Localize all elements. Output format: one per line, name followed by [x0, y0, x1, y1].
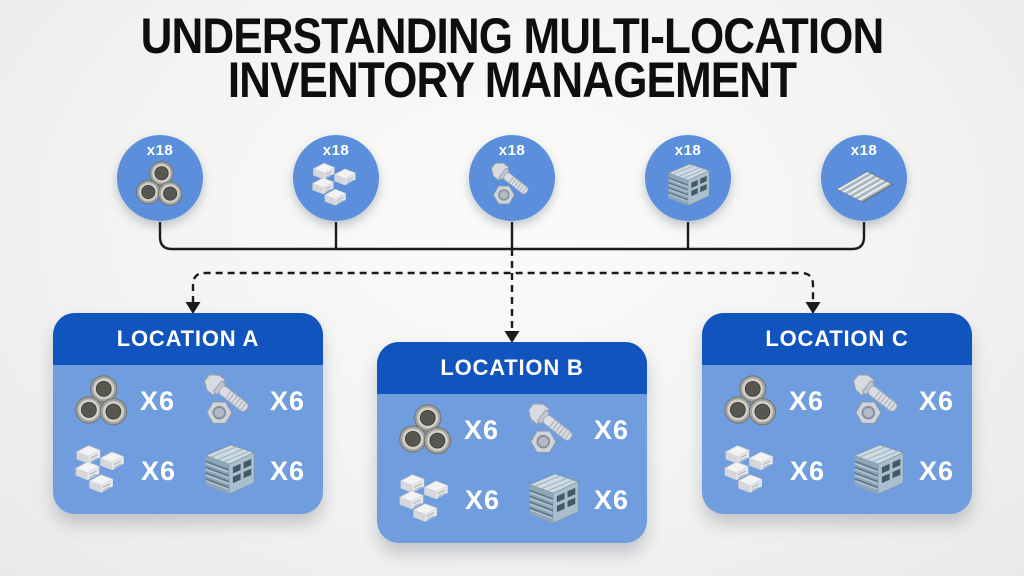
pipes-icon [74, 374, 130, 430]
pipes-icon [135, 160, 185, 210]
blocks-icon [722, 442, 780, 500]
item-qty-label: X6 [918, 455, 955, 486]
item-cell: X6 [188, 371, 315, 433]
supply-circle-bolt: x18 [469, 135, 555, 221]
item-qty-label: X6 [140, 455, 177, 486]
location-card-c: LOCATION C X6 X6 X6 X6 [702, 313, 972, 514]
extrusion-icon [847, 440, 909, 502]
bolt-icon [522, 400, 584, 462]
supply-circle-pipes: x18 [117, 135, 203, 221]
title-line-2: INVENTORY MANAGEMENT [227, 52, 797, 108]
location-a-header: LOCATION A [53, 313, 323, 365]
supply-qty-label: x18 [674, 142, 702, 159]
item-cell: X6 [837, 440, 964, 502]
location-a-title: LOCATION A [116, 326, 260, 351]
title-line-1: UNDERSTANDING MULTI-LOCATION [140, 8, 885, 64]
location-b-header: LOCATION B [377, 342, 647, 394]
blocks-icon [397, 471, 455, 529]
item-qty-label: X6 [464, 484, 501, 515]
item-qty-label: X6 [269, 386, 306, 417]
item-qty-label: X6 [269, 455, 306, 486]
location-b-items: X6 X6 X6 X6 [377, 394, 647, 543]
blocks-icon [310, 160, 362, 212]
bolt-icon [486, 160, 538, 212]
item-cell: X6 [61, 442, 188, 500]
blocks-icon [73, 442, 131, 500]
item-qty-label: X6 [463, 415, 500, 446]
location-card-b: LOCATION B X6 X6 X6 X6 [377, 342, 647, 543]
item-cell: X6 [512, 400, 639, 462]
item-cell: X6 [512, 469, 639, 531]
location-c-title: LOCATION C [765, 326, 909, 351]
extrusion-icon [662, 160, 714, 212]
item-qty-label: X6 [789, 455, 826, 486]
item-qty-label: X6 [593, 415, 630, 446]
roofing-icon [832, 165, 896, 207]
item-qty-label: X6 [918, 386, 955, 417]
dashed-branch-line [191, 271, 815, 303]
pipes-icon [723, 374, 779, 430]
location-c-header: LOCATION C [702, 313, 972, 365]
solid-distribution-bracket [158, 222, 866, 251]
extrusion-icon [522, 469, 584, 531]
supply-qty-label: x18 [850, 142, 878, 159]
supply-circle-extrusion: x18 [645, 135, 731, 221]
supply-circle-roofing: x18 [821, 135, 907, 221]
pipes-icon [398, 403, 454, 459]
supply-qty-label: x18 [322, 142, 350, 159]
location-c-items: X6 X6 X6 X6 [702, 365, 972, 514]
item-qty-label: X6 [139, 386, 176, 417]
location-card-a: LOCATION A X6 X6 X6 X6 [53, 313, 323, 514]
item-cell: X6 [385, 471, 512, 529]
extrusion-icon [198, 440, 260, 502]
location-a-items: X6 X6 X6 X6 [53, 365, 323, 514]
supply-circle-blocks: x18 [293, 135, 379, 221]
item-qty-label: X6 [788, 386, 825, 417]
bolt-icon [198, 371, 260, 433]
item-cell: X6 [61, 374, 188, 430]
item-cell: X6 [385, 403, 512, 459]
location-b-title: LOCATION B [440, 355, 584, 380]
supply-qty-label: x18 [498, 142, 526, 159]
supply-qty-label: x18 [146, 142, 174, 159]
item-cell: X6 [837, 371, 964, 433]
item-cell: X6 [188, 440, 315, 502]
item-cell: X6 [710, 374, 837, 430]
bolt-icon [847, 371, 909, 433]
item-qty-label: X6 [593, 484, 630, 515]
page-title: UNDERSTANDING MULTI-LOCATION INVENTORY M… [61, 8, 962, 108]
item-cell: X6 [710, 442, 837, 500]
